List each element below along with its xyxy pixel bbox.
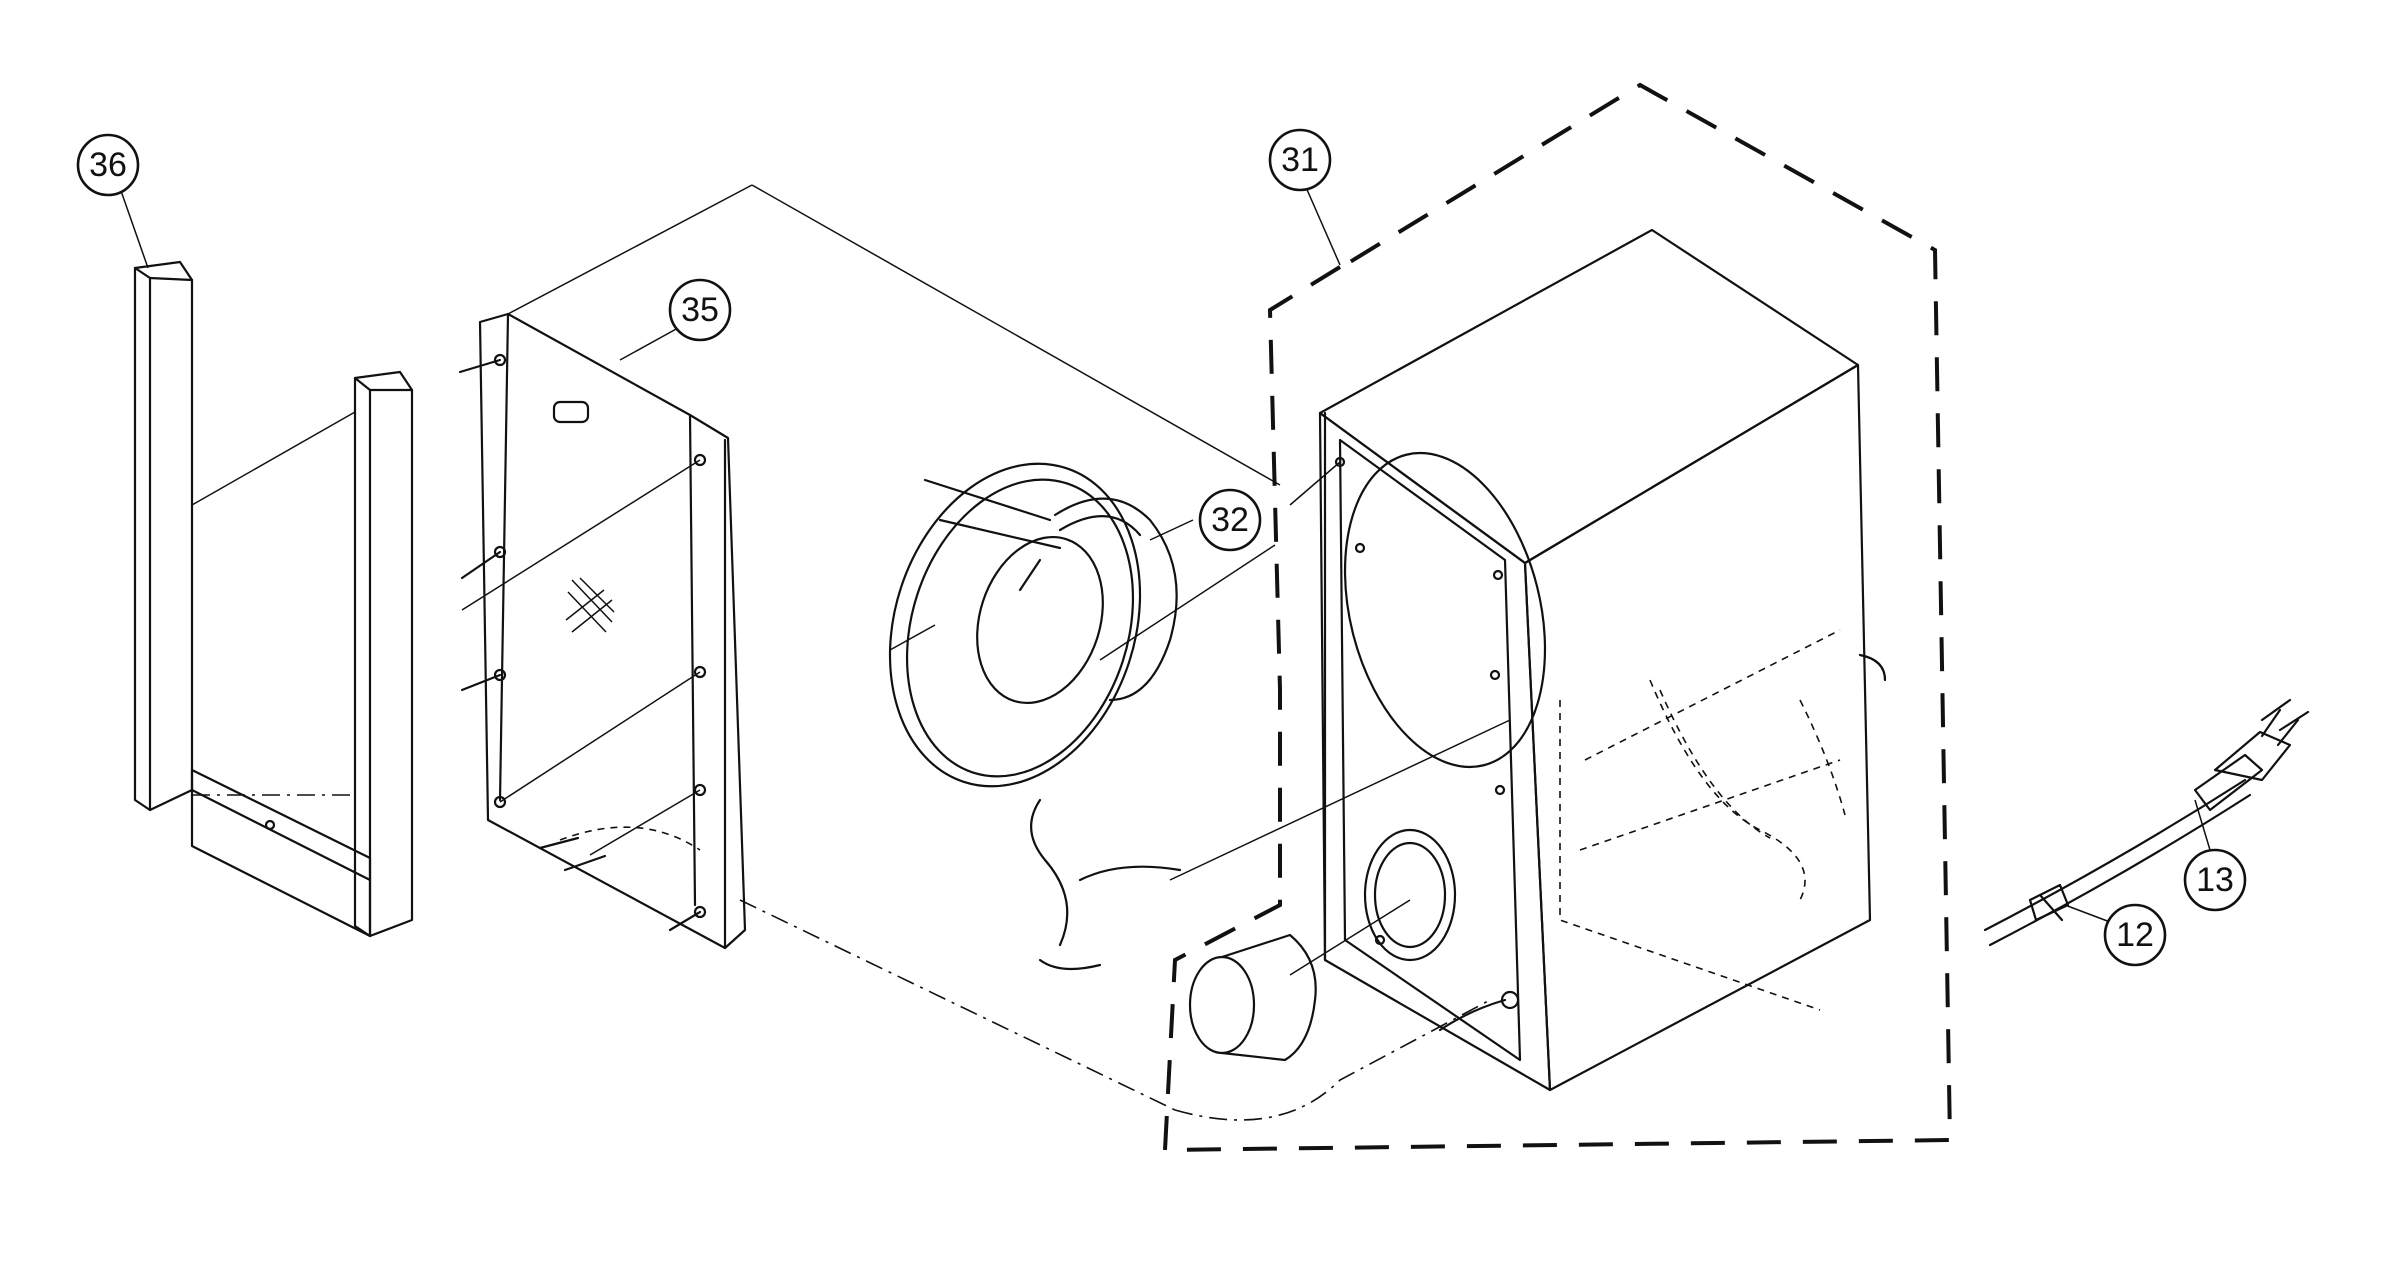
- callout-32-label: 32: [1211, 501, 1249, 539]
- woofer-part-32: [888, 462, 1276, 788]
- wire-harness: [1030, 719, 1511, 971]
- callout-36: 36: [76, 133, 140, 197]
- front-baffle-part-35: [458, 312, 747, 950]
- callout-35-label: 35: [681, 291, 719, 329]
- port-tube: [1188, 899, 1411, 1062]
- callout-12-label: 12: [2116, 916, 2154, 954]
- callout-32: 32: [1198, 488, 1262, 552]
- callout-13: 13: [2183, 848, 2247, 912]
- cabinet-part-31: [1289, 228, 1887, 1092]
- part-31-boundary: [1162, 82, 1953, 1153]
- grille-frame-part-36: [133, 260, 414, 938]
- callout-31: 31: [1268, 128, 1332, 192]
- callout-36-label: 36: [89, 146, 127, 184]
- callout-35: 35: [668, 278, 732, 342]
- callout-13-label: 13: [2196, 861, 2234, 899]
- callout-31-label: 31: [1281, 141, 1319, 179]
- power-cord-parts-12-13: [1983, 698, 2310, 947]
- callout-12: 12: [2103, 903, 2167, 967]
